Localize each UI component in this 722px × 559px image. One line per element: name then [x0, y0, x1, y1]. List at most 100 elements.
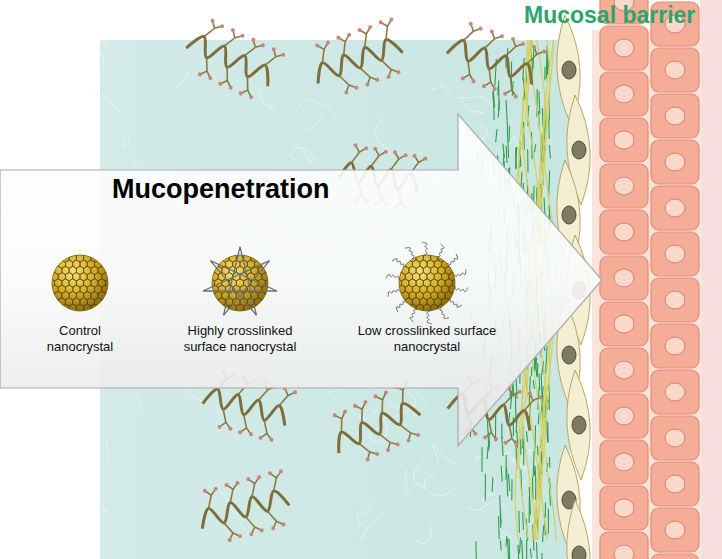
art-path	[467, 254, 474, 262]
art-path	[193, 266, 200, 274]
art-circle	[415, 432, 420, 437]
art-circle	[383, 390, 388, 395]
art-path	[200, 241, 207, 249]
art-path	[471, 247, 477, 255]
art-path	[371, 149, 380, 168]
art-circle	[532, 44, 537, 49]
art-path	[284, 310, 290, 318]
art-path	[287, 279, 290, 287]
art-path	[190, 298, 196, 306]
art-line	[518, 545, 519, 559]
art-line	[538, 91, 540, 114]
art-path	[186, 32, 275, 86]
art-path	[377, 241, 383, 243]
art-rect	[651, 232, 699, 276]
art-circle	[271, 526, 276, 531]
art-circle	[527, 391, 532, 396]
art-path	[40, 304, 47, 312]
art-path	[120, 254, 127, 262]
art-circle	[257, 475, 262, 480]
art-circle	[281, 522, 286, 527]
art-path	[445, 254, 452, 262]
art-path	[51, 310, 58, 318]
art-circle	[325, 40, 330, 45]
art-line	[502, 436, 503, 456]
art-path	[383, 298, 390, 306]
art-path	[127, 279, 130, 287]
art-path	[412, 241, 419, 243]
art-path	[116, 273, 123, 281]
art-path	[124, 273, 130, 281]
art-path	[36, 241, 43, 243]
art-path	[36, 310, 43, 318]
art-rect	[600, 440, 648, 484]
art-path	[33, 317, 40, 325]
art-line	[515, 148, 517, 169]
art-path	[506, 39, 518, 58]
art-ellipse	[665, 61, 685, 79]
art-path	[420, 310, 427, 318]
art-path	[30, 241, 33, 249]
art-path	[269, 241, 276, 243]
art-path	[377, 273, 383, 281]
art-path	[302, 111, 324, 129]
art-circle	[228, 426, 233, 431]
art-ellipse	[665, 107, 685, 125]
art-line	[487, 447, 489, 459]
art-circle	[202, 488, 207, 493]
art-path	[449, 310, 456, 318]
art-circle	[368, 25, 373, 30]
nanocrystal-caption: Control nanocrystal	[30, 323, 130, 355]
art-path	[116, 310, 123, 318]
art-path	[73, 247, 80, 255]
art-path	[447, 254, 458, 265]
art-path	[377, 260, 383, 268]
art-line	[536, 542, 538, 559]
art-path	[402, 254, 409, 262]
art-path	[87, 310, 94, 318]
art-circle	[52, 255, 108, 311]
art-path	[105, 317, 112, 325]
art-circle	[293, 390, 298, 395]
nanocrystal: Control nanocrystal	[30, 241, 130, 361]
art-path	[424, 474, 455, 496]
art-circle	[483, 435, 488, 440]
art-path	[471, 273, 477, 281]
art-path	[380, 304, 387, 312]
art-ellipse	[572, 546, 586, 559]
art-circle	[517, 389, 522, 394]
art-path	[244, 241, 251, 249]
art-path	[427, 247, 434, 255]
art-rect	[651, 94, 699, 138]
art-path	[106, 437, 117, 470]
art-line	[529, 487, 530, 515]
art-path	[224, 30, 237, 49]
art-path	[436, 244, 444, 257]
art-ellipse	[614, 39, 634, 57]
art-path	[247, 247, 254, 255]
art-ellipse	[614, 315, 634, 333]
art-path	[190, 254, 193, 262]
art-path	[65, 247, 72, 255]
art-line	[541, 553, 542, 559]
art-line	[547, 420, 548, 442]
art-path	[40, 266, 47, 274]
art-circle	[468, 21, 473, 26]
art-path	[30, 317, 33, 325]
art-rect	[651, 278, 699, 322]
art-path	[394, 254, 401, 262]
art-line	[533, 451, 535, 476]
art-path	[351, 145, 360, 164]
art-path	[260, 85, 275, 109]
art-path	[280, 254, 287, 262]
art-path	[124, 323, 130, 325]
art-circle	[471, 79, 476, 84]
art-circle	[230, 28, 235, 33]
art-path	[383, 260, 390, 268]
art-path	[224, 521, 234, 540]
nanocrystal-sphere	[377, 241, 477, 325]
art-path	[460, 241, 467, 249]
art-path	[225, 241, 232, 243]
art-path	[44, 285, 51, 293]
